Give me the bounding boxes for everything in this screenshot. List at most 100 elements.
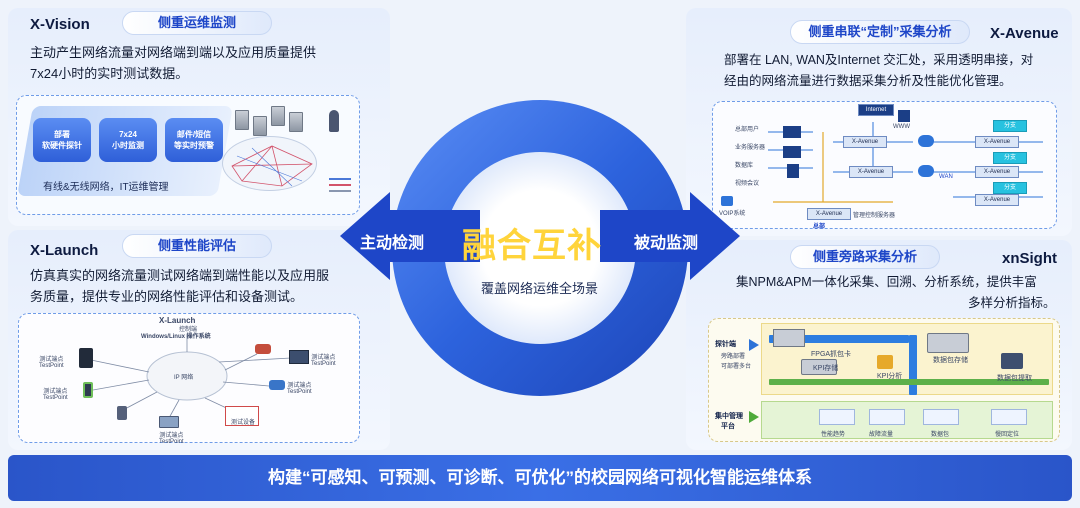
- network-links-icon: [231, 145, 313, 187]
- right-arrow-shape: [600, 192, 740, 280]
- laptop-icon: [159, 416, 179, 428]
- pkt-extract-icon: [1001, 353, 1023, 369]
- xlaunch-desc-2: 务质量，提供专业的网络性能评估和设备测试。: [30, 289, 304, 304]
- branch-label-2: 分支: [993, 152, 1027, 164]
- voip-label: VOIP系统: [719, 211, 746, 217]
- flow-bar-icon: [769, 379, 1049, 385]
- xnsight-desc-1: 集NPM&APM一体化采集、回溯、分析系统，提供丰富: [736, 275, 1037, 289]
- xlaunch-tag: 侧重性能评估: [122, 234, 272, 258]
- footer-text: 构建“可感知、可预测、可诊断、可优化”的校园网络可视化智能运维体系: [268, 468, 812, 487]
- xvision-bottom-label: 有线&无线网络，IT运维管理: [43, 182, 169, 193]
- phone-icon: [83, 382, 93, 398]
- xavenue-tag: 侧重串联“定制”采集分析: [790, 20, 970, 44]
- www-server-icon: [898, 110, 910, 122]
- xlaunch-desc-1: 仿真真实的网络流量测试网络端到端性能以及应用服: [30, 268, 330, 283]
- xvision-chip-probe: 部署软硬件探针: [33, 118, 91, 162]
- pkt-get-label: 数据包提取: [997, 375, 1032, 382]
- locate-thumb: [991, 409, 1027, 425]
- xlaunch-diagram-title: X-Launch: [159, 316, 196, 325]
- user-icon: [329, 110, 339, 132]
- switch-icon: [783, 126, 801, 138]
- mgmt-server-label: 管理控制服务器: [853, 213, 896, 219]
- xvision-desc-2: 7x24小时的实时测试数据。: [30, 66, 189, 81]
- locate-label: 慢回定位: [995, 432, 1020, 438]
- hq-users-label: 总部用户: [735, 127, 760, 133]
- server-icon: [271, 106, 285, 126]
- kpi-ana-label: KPI分析: [877, 373, 903, 380]
- mgmt-label-2: 平台: [721, 423, 735, 430]
- probe-arrow-icon: [749, 339, 759, 351]
- fault-label: 故障流量: [869, 432, 894, 438]
- server-icon: [289, 112, 303, 132]
- biz-server-label: 业务服务器: [735, 145, 766, 151]
- xnsight-diagram: 探针端 旁路部署 可部署多台 集中管理 平台 FPGA抓包卡 KPI存储 KPI…: [708, 318, 1060, 442]
- pkt-storage-icon: [927, 333, 969, 353]
- hq2-label: 总部: [813, 224, 826, 230]
- xavenue-box-2: X-Avenue: [849, 166, 893, 178]
- legend-icon: [329, 174, 351, 198]
- xvision-desc-1: 主动产生网络流量对网络端到端以及应用质量提供: [30, 45, 317, 60]
- router-icon: [918, 135, 934, 147]
- monitor-icon: [289, 350, 309, 364]
- xvision-name: X-Vision: [30, 16, 90, 33]
- branch-label-1: 分支: [993, 120, 1027, 132]
- bypass-label: 旁路部署: [721, 354, 746, 360]
- database-label: 数据库: [735, 163, 754, 169]
- xlaunch-diagram: X-Launch 控制端 Windows/Linux 操作系统 IP 网络 测试…: [18, 313, 360, 445]
- xavenue-box-branch-3: X-Avenue: [975, 194, 1019, 206]
- mgmt-arrow-icon: [749, 411, 759, 423]
- xavenue-box-3: X-Avenue: [807, 208, 851, 220]
- xavenue-box-1: X-Avenue: [843, 136, 887, 148]
- fpga-label: FPGA抓包卡: [811, 351, 852, 358]
- xvision-chip-alert: 邮件/短信等实时预警: [165, 118, 223, 162]
- fault-thumb: [869, 409, 905, 425]
- dut-label: 测试设备: [231, 420, 256, 426]
- xavenue-box-branch-1: X-Avenue: [975, 136, 1019, 148]
- device-under-test-icon: 测试设备: [225, 406, 259, 426]
- xlaunch-os-label: Windows/Linux 操作系统: [141, 334, 211, 340]
- xnsight-name: xnSight: [1002, 250, 1057, 267]
- pkt-label: 数据包: [931, 432, 950, 438]
- xlaunch-links-icon: [90, 334, 292, 419]
- xlaunch-name: X-Launch: [30, 242, 99, 259]
- xnsight-tag: 侧重旁路采集分析: [790, 245, 940, 269]
- xnsight-desc-2: 多样分析指标。: [968, 296, 1056, 310]
- switch-icon: [783, 146, 801, 158]
- xavenue-diagram: 总部用户 业务服务器 数据库 视频会议 VOIP系统 Internet WWW …: [712, 101, 1057, 230]
- flow-bar-icon: [769, 335, 909, 343]
- xvision-tag: 侧重运维监测: [122, 11, 272, 35]
- video-label: 视频会议: [735, 181, 760, 187]
- flow-bar-icon: [909, 335, 917, 395]
- kpi-analysis-icon: [877, 355, 893, 369]
- xavenue-box-branch-2: X-Avenue: [975, 166, 1019, 178]
- ip-network-label: IP 网络: [174, 375, 194, 381]
- tablet-icon: [117, 406, 127, 420]
- camera-icon: [255, 344, 271, 354]
- router-icon: [269, 380, 285, 390]
- pkt-thumb: [923, 409, 959, 425]
- left-arrow-shape: [340, 192, 480, 280]
- www-label: WWW: [893, 124, 910, 130]
- center-title: 融合互补: [462, 227, 602, 265]
- probe-label: 探针端: [715, 341, 736, 348]
- server-icon: [787, 164, 799, 178]
- server-tower-icon: [79, 348, 93, 368]
- mgmt-label-1: 集中管理: [715, 413, 743, 420]
- fpga-card-icon: [773, 329, 805, 347]
- pkt-store-label: 数据包存储: [933, 357, 968, 364]
- center-graphic: [340, 100, 740, 396]
- xavenue-desc-1: 部署在 LAN, WAN及Internet 交汇处，采用透明串接，对: [724, 53, 1034, 67]
- center-subtitle: 覆盖网络运维全场景: [481, 281, 599, 296]
- xavenue-name: X-Avenue: [990, 25, 1059, 42]
- right-arrow-label: 被动监测: [634, 235, 699, 252]
- branch-label-3: 分支: [993, 182, 1027, 194]
- kpi-store-label: KPI存储: [813, 365, 839, 372]
- server-icon: [253, 116, 267, 136]
- multi-deploy-label: 可部署多台: [721, 364, 752, 370]
- xavenue-desc-2: 经由的网络流量进行数据采集分析及性能优化管理。: [724, 74, 1012, 88]
